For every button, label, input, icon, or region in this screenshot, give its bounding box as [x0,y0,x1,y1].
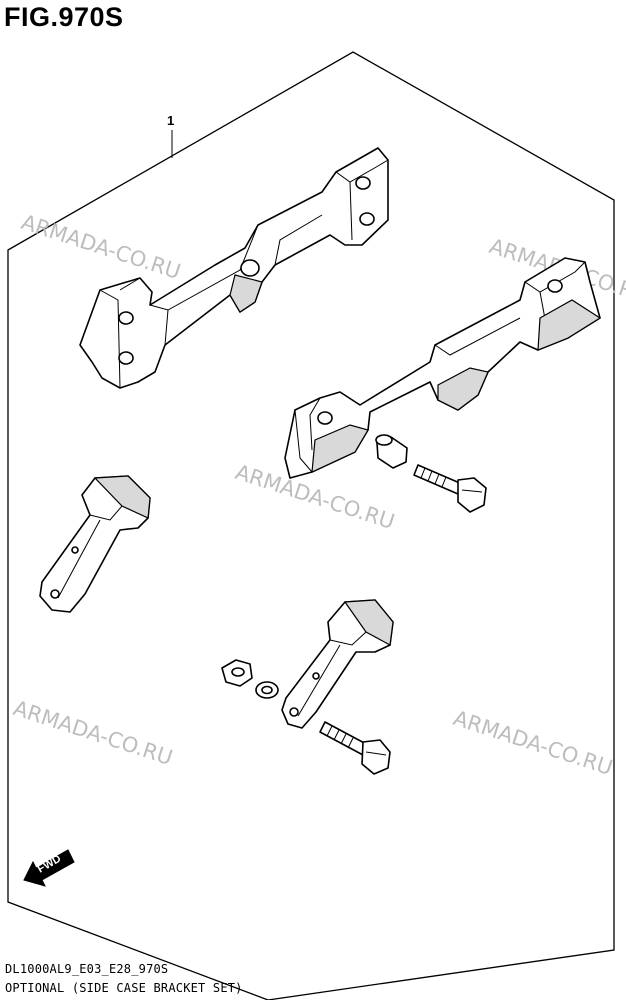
stay-bracket-lower [281,599,394,729]
diagram-description: OPTIONAL (SIDE CASE BRACKET SET) [5,981,243,995]
bolt-lower [319,721,391,775]
diagram-code: DL1000AL9_E03_E28_970S [5,962,169,976]
washer [255,681,279,699]
bolt-upper [413,464,487,513]
figure-title: FIG.970S [4,2,124,32]
watermark-5: ARMADA-CO.RU [450,706,615,780]
watermark-1: ARMADA-CO.RU [18,210,183,284]
case-bracket-rail-left [79,147,389,389]
callout-number: 1 [167,113,174,128]
flange-nut [221,659,253,687]
stay-bracket-upper [39,475,151,613]
case-bracket-rail-right [284,257,602,479]
kit-box-outline [7,51,615,1000]
spacer-collar [375,434,408,469]
watermark-4: ARMADA-CO.RU [10,696,175,770]
fwd-arrow-icon: FWD [23,849,75,887]
